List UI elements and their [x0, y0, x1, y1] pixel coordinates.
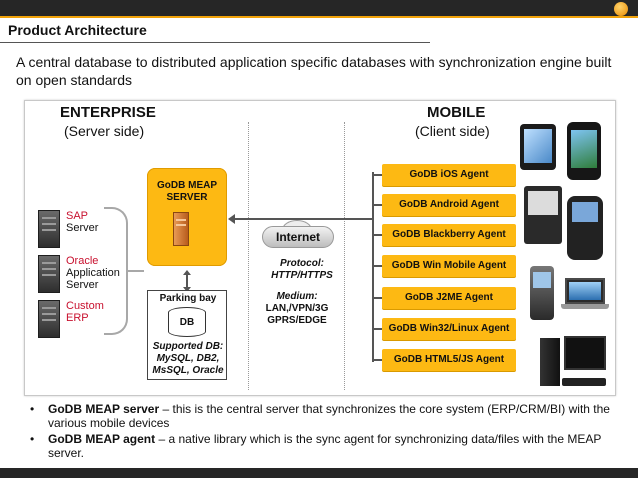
logo-icon — [614, 2, 628, 16]
agent-win32-linux: GoDB Win32/Linux Agent — [382, 318, 516, 340]
enterprise-title: ENTERPRISE — [60, 104, 156, 121]
architecture-diagram — [24, 100, 616, 396]
bullet-item: • GoDB MEAP server – this is the central… — [30, 402, 610, 430]
sap-server: SAP Server — [38, 210, 118, 250]
agent-branch — [372, 265, 382, 267]
agent-blackberry: GoDB Blackberry Agent — [382, 224, 516, 246]
oracle-server: Oracle Application Server — [38, 255, 120, 295]
sap-server-label: SAP Server — [66, 210, 99, 234]
subtitle: A central database to distributed applic… — [16, 54, 612, 88]
parking-bay-box: Parking bay DB Supported DB: MySQL, DB2,… — [147, 290, 227, 380]
top-accent-line — [0, 16, 638, 18]
iphone-icon — [567, 122, 601, 180]
enterprise-subtitle: (Server side) — [64, 123, 145, 139]
server-icon — [173, 212, 189, 246]
arrow-down-icon — [183, 287, 191, 292]
arrow-left-icon — [228, 214, 235, 224]
android-phone-icon — [524, 186, 562, 244]
parking-bay-label: Parking bay — [159, 293, 217, 304]
bullet-item: • GoDB MEAP agent – a native library whi… — [30, 432, 602, 460]
bullet-icon: • — [30, 432, 35, 446]
dotted-separator-right — [344, 122, 345, 390]
oracle-server-label: Oracle Application Server — [66, 255, 120, 291]
page-title: Product Architecture — [8, 22, 147, 38]
title-rule — [0, 42, 430, 43]
supported-db-label: Supported DB: MySQL, DB2, MsSQL, Oracle — [152, 341, 224, 376]
agent-branch — [372, 297, 382, 299]
db-label: DB — [179, 317, 195, 328]
arrow-up-icon — [183, 270, 191, 275]
meap-server-box: GoDB MEAP SERVER — [147, 168, 227, 266]
server-icon — [38, 255, 60, 293]
footer-bar — [0, 468, 638, 478]
agent-win-mobile: GoDB Win Mobile Agent — [382, 255, 516, 277]
protocol-label: Protocol: HTTP/HTTPS — [271, 258, 333, 281]
database-icon: DB — [168, 307, 206, 337]
mobile-title: MOBILE — [427, 104, 486, 121]
agent-bus-line — [372, 172, 374, 362]
custom-erp-label: Custom ERP — [66, 300, 104, 324]
bullet-list: • GoDB MEAP server – this is the central… — [30, 402, 620, 462]
desktop-computer-icon — [540, 334, 608, 390]
agent-ios: GoDB iOS Agent — [382, 164, 516, 186]
meap-db-arrow — [183, 270, 191, 292]
laptop-icon — [561, 278, 609, 310]
agent-html5-js: GoDB HTML5/JS Agent — [382, 349, 516, 371]
feature-phone-icon — [530, 266, 554, 320]
meap-server-label: GoDB MEAP SERVER — [157, 180, 217, 203]
agent-branch — [372, 234, 382, 236]
medium-label: Medium: LAN,/VPN/3G GPRS/EDGE — [265, 291, 329, 326]
custom-erp-server: Custom ERP — [38, 300, 118, 340]
server-icon — [38, 300, 60, 338]
mobile-subtitle: (Client side) — [415, 123, 490, 139]
server-group-brace — [104, 207, 128, 335]
server-icon — [38, 210, 60, 248]
agent-branch — [372, 174, 382, 176]
blackberry-phone-icon — [567, 196, 603, 260]
internet-cloud: Internet — [258, 220, 338, 250]
agent-j2me: GoDB J2ME Agent — [382, 287, 516, 309]
top-bar — [0, 0, 638, 16]
ipad-icon — [520, 124, 556, 170]
agent-branch — [372, 328, 382, 330]
brace-connector — [128, 270, 144, 272]
agent-android: GoDB Android Agent — [382, 194, 516, 216]
internet-connection-line — [232, 218, 372, 220]
bullet-icon: • — [30, 402, 35, 416]
dotted-separator-left — [248, 122, 249, 390]
agent-branch — [372, 204, 382, 206]
agent-branch — [372, 359, 382, 361]
internet-label: Internet — [275, 230, 320, 244]
